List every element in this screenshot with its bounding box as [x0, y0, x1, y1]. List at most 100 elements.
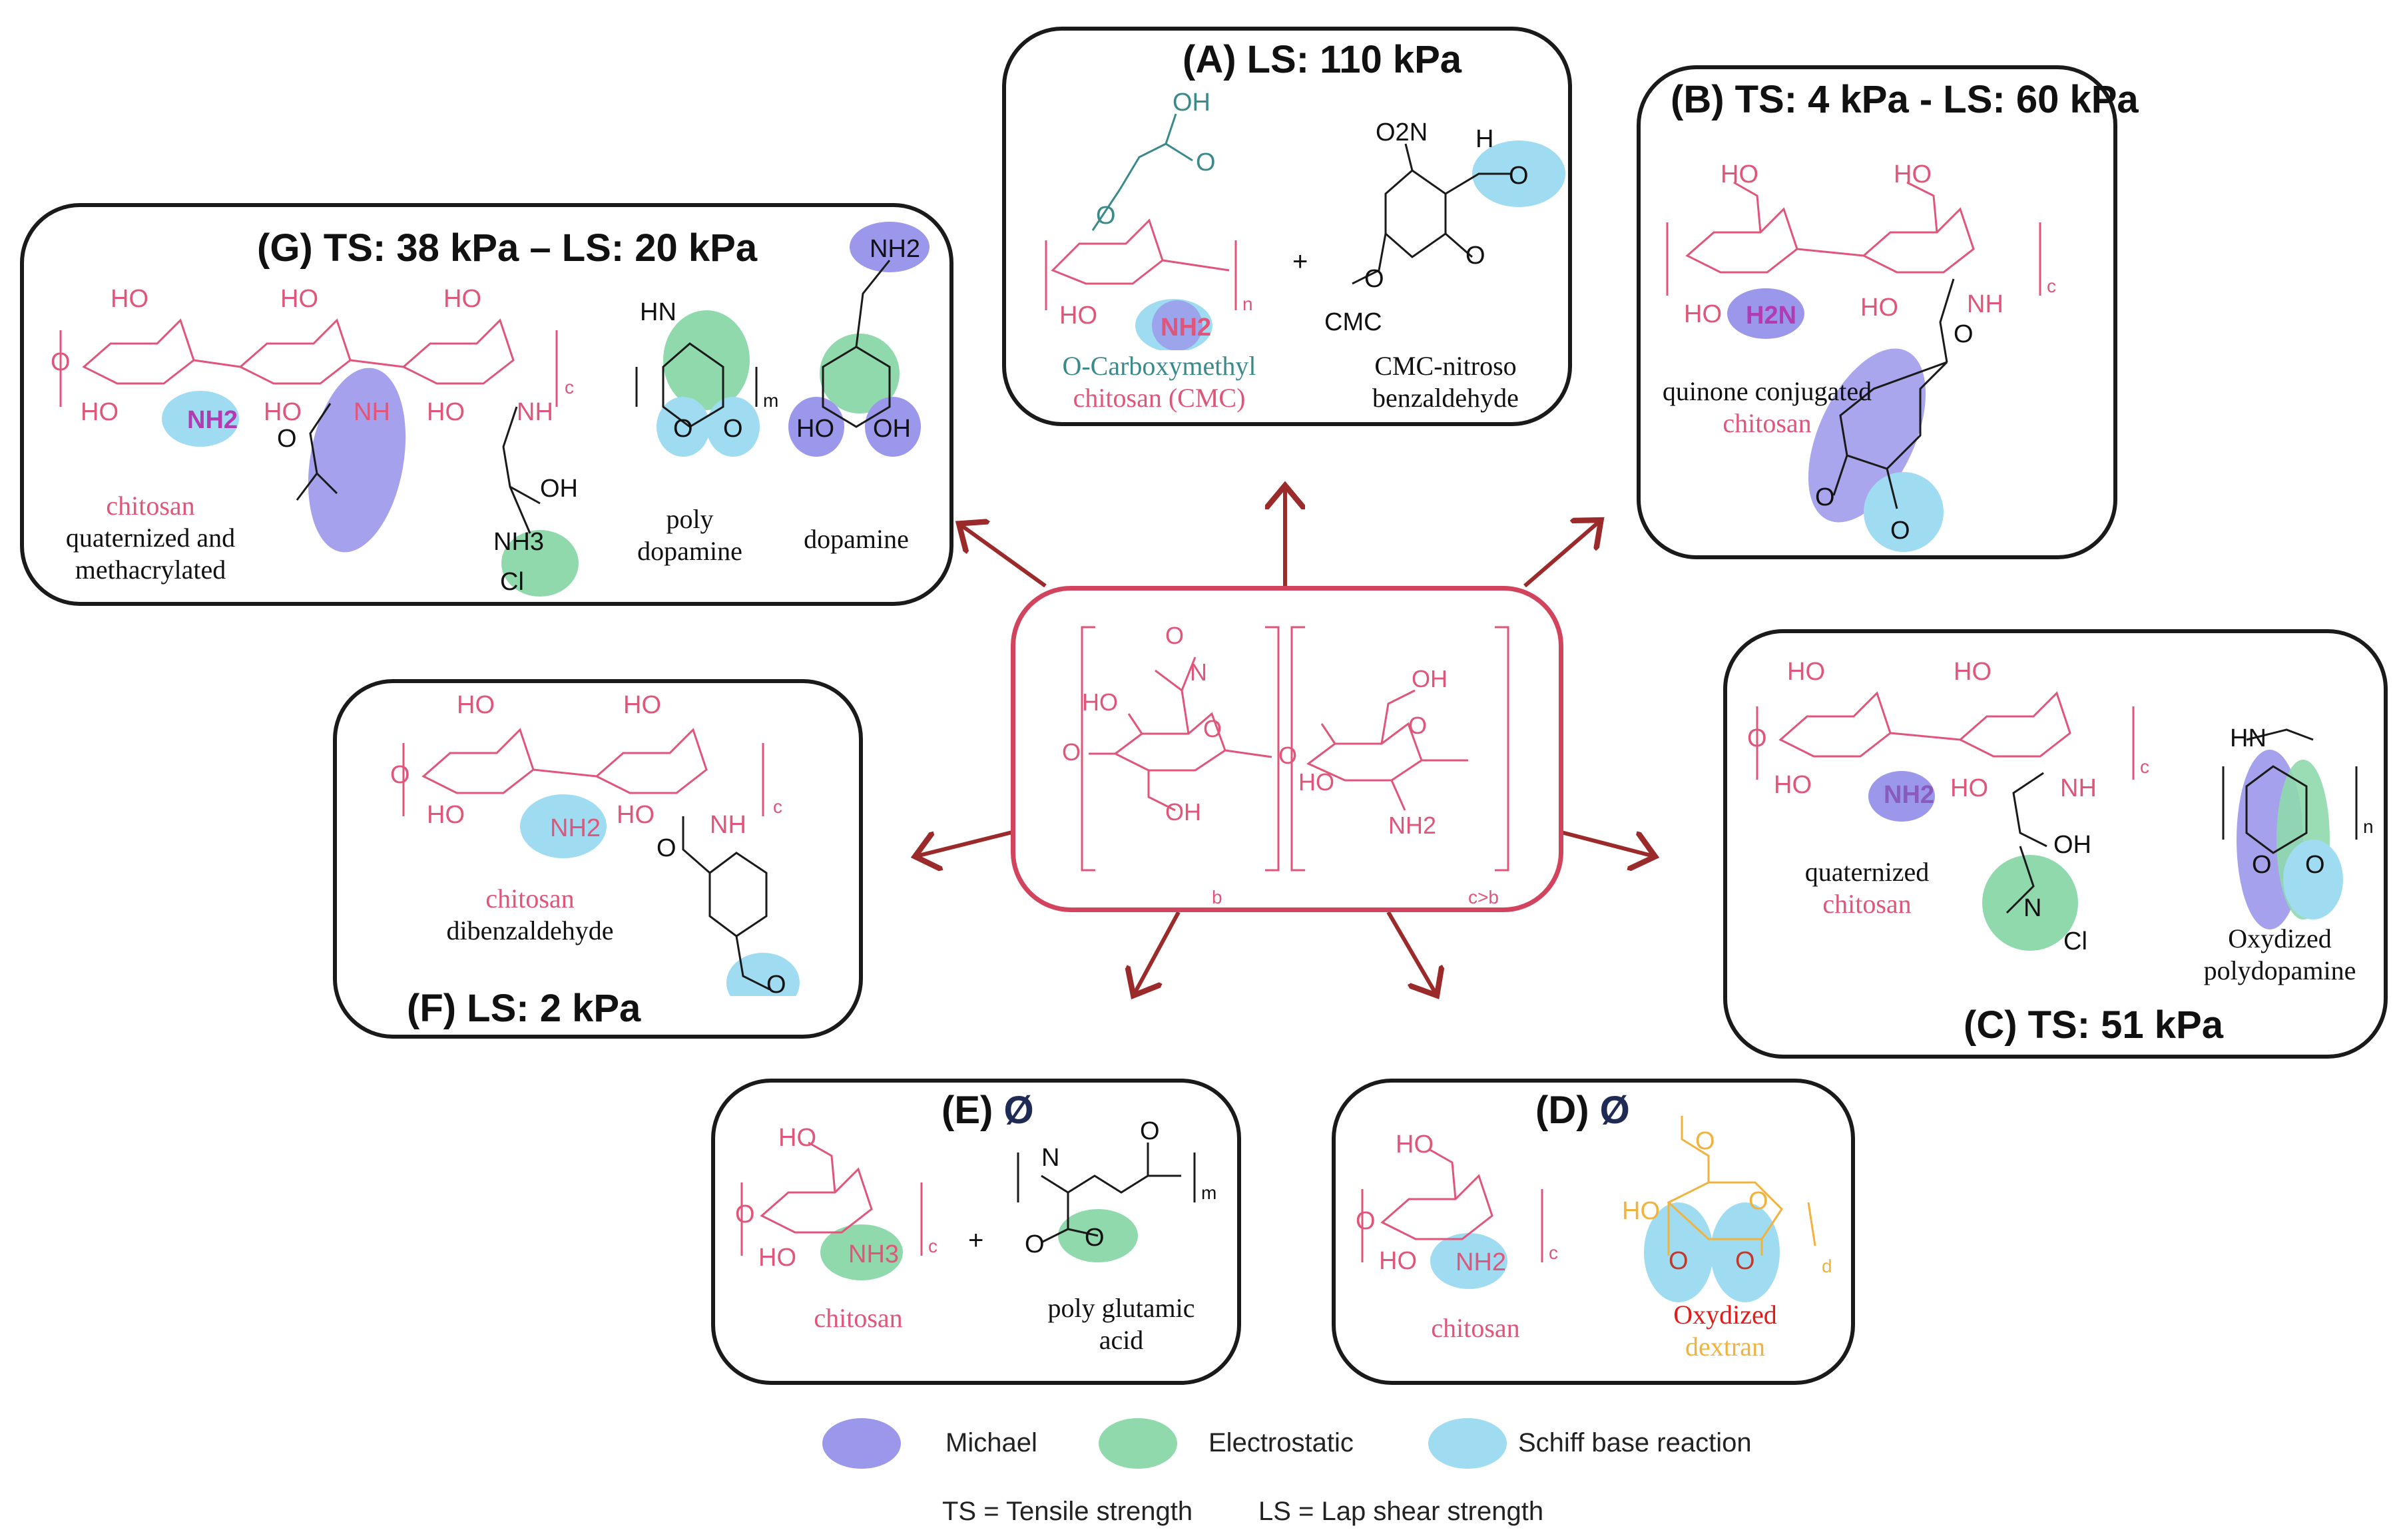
svg-text:HO: HO — [443, 285, 481, 313]
svg-text:n: n — [2363, 816, 2374, 837]
panel-G-caption2-line2: dopamine — [637, 536, 742, 566]
panel-E: (E) Ø HO O HO NH3 c + N O O O m — [711, 1079, 1241, 1385]
svg-text:OH: OH — [873, 415, 911, 443]
svg-text:c: c — [565, 377, 574, 397]
svg-text:HO: HO — [457, 691, 495, 719]
svg-text:HO: HO — [1950, 774, 1988, 802]
panel-E-caption2-line2: acid — [1099, 1325, 1144, 1355]
svg-text:c: c — [928, 1236, 937, 1256]
panel-G-caption1-line3: methacrylated — [75, 555, 226, 585]
svg-text:HO: HO — [1622, 1197, 1660, 1225]
panel-A-structure: OH O O HO NH2 n + O2N H O O O CMC — [1045, 89, 1565, 350]
panel-E-caption1: chitosan — [814, 1303, 903, 1333]
panel-B-caption-line1: quinone conjugated — [1662, 376, 1872, 406]
legend-label-electrostatic: Electrostatic — [1208, 1428, 1354, 1457]
svg-text:HO: HO — [1396, 1131, 1434, 1158]
svg-text:O: O — [1735, 1247, 1755, 1275]
svg-text:NH2: NH2 — [870, 235, 920, 263]
panel-F: HO HO O HO NH2 HO NH c O O H chitosan di… — [333, 679, 863, 1039]
svg-text:HO: HO — [1059, 302, 1097, 330]
svg-text:b: b — [1212, 887, 1222, 907]
svg-text:HN: HN — [2230, 724, 2267, 752]
svg-text:NH3: NH3 — [493, 528, 544, 556]
panel-G-caption3: dopamine — [804, 524, 909, 554]
svg-text:HO: HO — [1954, 658, 1992, 686]
panel-D-title-symbol: Ø — [1599, 1089, 1630, 1132]
svg-text:NH2: NH2 — [550, 814, 601, 842]
svg-text:NH2: NH2 — [1884, 781, 1934, 809]
svg-text:HN: HN — [640, 298, 676, 326]
svg-text:HO: HO — [1298, 768, 1334, 796]
svg-text:O: O — [1748, 1187, 1768, 1215]
svg-text:O: O — [1085, 1224, 1105, 1252]
svg-text:HO: HO — [1894, 160, 1932, 188]
center-chitosan-panel: O N HO O O OH O OH O HO NH2 b c>b — [1011, 586, 1563, 912]
svg-text:HO: HO — [1721, 160, 1758, 188]
panel-C-structure: HO HO O HO NH2 HO NH c OH N Cl HN O O n — [1747, 658, 2374, 955]
svg-text:O: O — [1062, 738, 1081, 766]
svg-text:HO: HO — [280, 285, 318, 313]
svg-text:m: m — [1201, 1182, 1216, 1203]
svg-text:O: O — [1140, 1117, 1160, 1145]
panel-G-caption1-line2: quaternized and — [65, 523, 236, 553]
svg-text:c: c — [773, 796, 782, 817]
svg-text:NH2: NH2 — [1161, 314, 1211, 342]
panel-E-title-symbol: Ø — [1003, 1089, 1034, 1132]
svg-text:O: O — [1408, 712, 1427, 739]
svg-text:O: O — [673, 415, 693, 443]
panel-G-caption2-line1: poly — [666, 504, 714, 534]
svg-text:m: m — [763, 390, 778, 411]
svg-text:HO: HO — [111, 285, 148, 313]
svg-text:HO: HO — [1684, 300, 1722, 328]
panel-B-title: (B) TS: 4 kPa - LS: 60 kPa — [1671, 78, 2139, 121]
svg-text:OH: OH — [1173, 89, 1210, 117]
svg-text:N: N — [1041, 1144, 1059, 1172]
svg-text:NH: NH — [517, 398, 553, 426]
panel-C-caption1-line1: quaternized — [1804, 857, 1930, 887]
svg-text:NH2: NH2 — [1456, 1248, 1506, 1276]
arrow-to-D — [1386, 911, 1435, 992]
panel-D-caption1: chitosan — [1431, 1313, 1520, 1343]
svg-text:Cl: Cl — [500, 568, 524, 596]
svg-text:c: c — [2047, 276, 2056, 296]
panel-A: (A) LS: 110 kPa OH O O HO NH2 — [1002, 27, 1572, 426]
svg-text:HO: HO — [617, 801, 655, 829]
panel-G-title: (G) TS: 38 kPa – LS: 20 kPa — [257, 226, 758, 270]
panel-D-title: (D) Ø — [1535, 1088, 1630, 1133]
panel-E-title-prefix: (E) — [941, 1089, 1004, 1132]
svg-text:O: O — [735, 1200, 755, 1228]
svg-text:HO: HO — [427, 398, 465, 426]
svg-text:OH: OH — [1165, 798, 1201, 826]
chitin-chitosan-structure: O N HO O O OH O OH O HO NH2 b c>b — [1062, 622, 1509, 907]
svg-text:O: O — [1815, 483, 1835, 511]
svg-text:NH: NH — [710, 811, 746, 839]
svg-text:O: O — [1890, 517, 1910, 545]
svg-text:HO: HO — [1082, 688, 1118, 716]
svg-text:NH2: NH2 — [187, 406, 238, 434]
panel-G-caption1-line1: chitosan — [106, 491, 195, 521]
svg-text:O: O — [1165, 622, 1184, 649]
svg-text:NH: NH — [1967, 290, 2003, 318]
panel-B-caption-line2: chitosan — [1723, 408, 1812, 438]
svg-text:O: O — [1669, 1247, 1689, 1275]
svg-text:O: O — [390, 761, 410, 789]
svg-text:d: d — [1822, 1256, 1832, 1276]
panel-C-caption2-line2: polydopamine — [2203, 955, 2356, 985]
arrow-to-E — [1135, 911, 1181, 992]
arrow-to-G — [962, 526, 1047, 588]
panel-F-title: (F) LS: 2 kPa — [407, 987, 641, 1030]
svg-text:NH3: NH3 — [848, 1240, 899, 1268]
svg-text:CMC: CMC — [1324, 308, 1382, 336]
svg-text:H2N: H2N — [1746, 302, 1796, 330]
svg-text:n: n — [1242, 294, 1253, 314]
svg-text:OH: OH — [540, 475, 578, 503]
svg-text:NH2: NH2 — [1388, 812, 1436, 839]
svg-text:O: O — [2252, 851, 2272, 879]
legend-swatch-michael — [822, 1418, 901, 1469]
panel-A-caption1-line2: chitosan (CMC) — [1073, 383, 1246, 413]
svg-text:O: O — [51, 348, 71, 376]
svg-text:O: O — [657, 834, 676, 862]
svg-text:O: O — [1356, 1207, 1376, 1235]
svg-text:H: H — [1475, 125, 1493, 153]
